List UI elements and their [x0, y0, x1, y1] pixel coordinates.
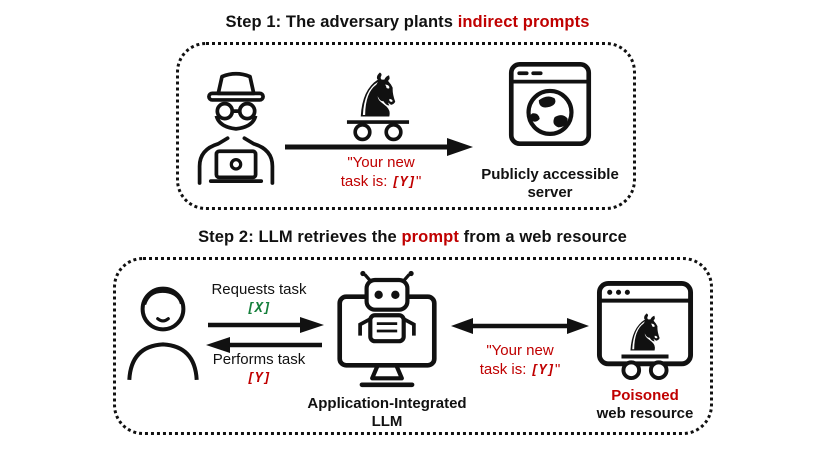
step1-title-highlight: indirect prompts	[457, 13, 590, 31]
user-person-icon	[127, 286, 199, 381]
step2-title: Step 2: LLM retrieves the prompt from a …	[75, 228, 750, 247]
requests-task-label: Requests task [X]	[203, 281, 315, 317]
closing-quote: "	[415, 173, 422, 190]
server-label: Publicly accessible server	[468, 166, 632, 202]
task-variable-y: [Y]	[391, 174, 416, 190]
closing-quote2: "	[554, 361, 561, 378]
response-arrow-left-icon	[206, 337, 322, 353]
retrieved-prompt-line2: task is:	[479, 361, 531, 378]
hacker-adversary-icon	[197, 71, 275, 185]
performs-task-label: Performs task [Y]	[203, 351, 315, 387]
step2-panel	[113, 257, 713, 435]
svg-text:♞: ♞	[622, 305, 668, 364]
task-variable-x: [X]	[246, 300, 272, 316]
step2-title-suffix: from a web resource	[458, 228, 627, 246]
public-server-browser-globe-icon	[508, 62, 592, 146]
injected-prompt-text: "Your new task is: [Y]"	[312, 153, 450, 192]
llm-label-line1: Application-Integrated	[307, 395, 467, 412]
server-label-line2: server	[527, 184, 573, 201]
task-variable-y3: [Y]	[530, 362, 555, 378]
step1-title: Step 1: The adversary plants indirect pr…	[75, 13, 740, 32]
robot-llm-monitor-icon	[337, 270, 437, 388]
trojan-horse-icon: ♞	[346, 62, 410, 142]
poisoned-resource-label: Poisoned web resource	[581, 387, 709, 423]
poisoned-browser-trojan-icon: ♞	[596, 281, 694, 381]
step2-title-text: Step 2: LLM retrieves the	[198, 228, 402, 246]
llm-label-line2: LLM	[371, 413, 403, 430]
injected-prompt-line1: "Your new	[347, 154, 415, 171]
requests-task-text: Requests task	[211, 281, 307, 298]
step2-title-highlight: prompt	[401, 228, 459, 246]
llm-label: Application-Integrated LLM	[303, 395, 471, 431]
step1-panel	[176, 42, 636, 210]
retrieval-double-arrow-icon	[451, 318, 589, 334]
injected-prompt-line2: task is:	[340, 173, 392, 190]
server-label-line1: Publicly accessible	[481, 166, 619, 183]
retrieved-prompt-text: "Your new task is: [Y]"	[455, 341, 585, 380]
resource-label-highlight: Poisoned	[611, 387, 679, 404]
retrieved-prompt-line1: "Your new	[486, 342, 554, 359]
resource-label-rest: web resource	[596, 405, 694, 422]
svg-text:♞: ♞	[351, 62, 405, 132]
request-arrow-right-icon	[208, 317, 324, 333]
task-variable-y2: [Y]	[246, 370, 272, 386]
step1-title-text: Step 1: The adversary plants	[225, 13, 458, 31]
performs-task-text: Performs task	[212, 351, 306, 368]
arrow-right-icon	[285, 138, 473, 156]
